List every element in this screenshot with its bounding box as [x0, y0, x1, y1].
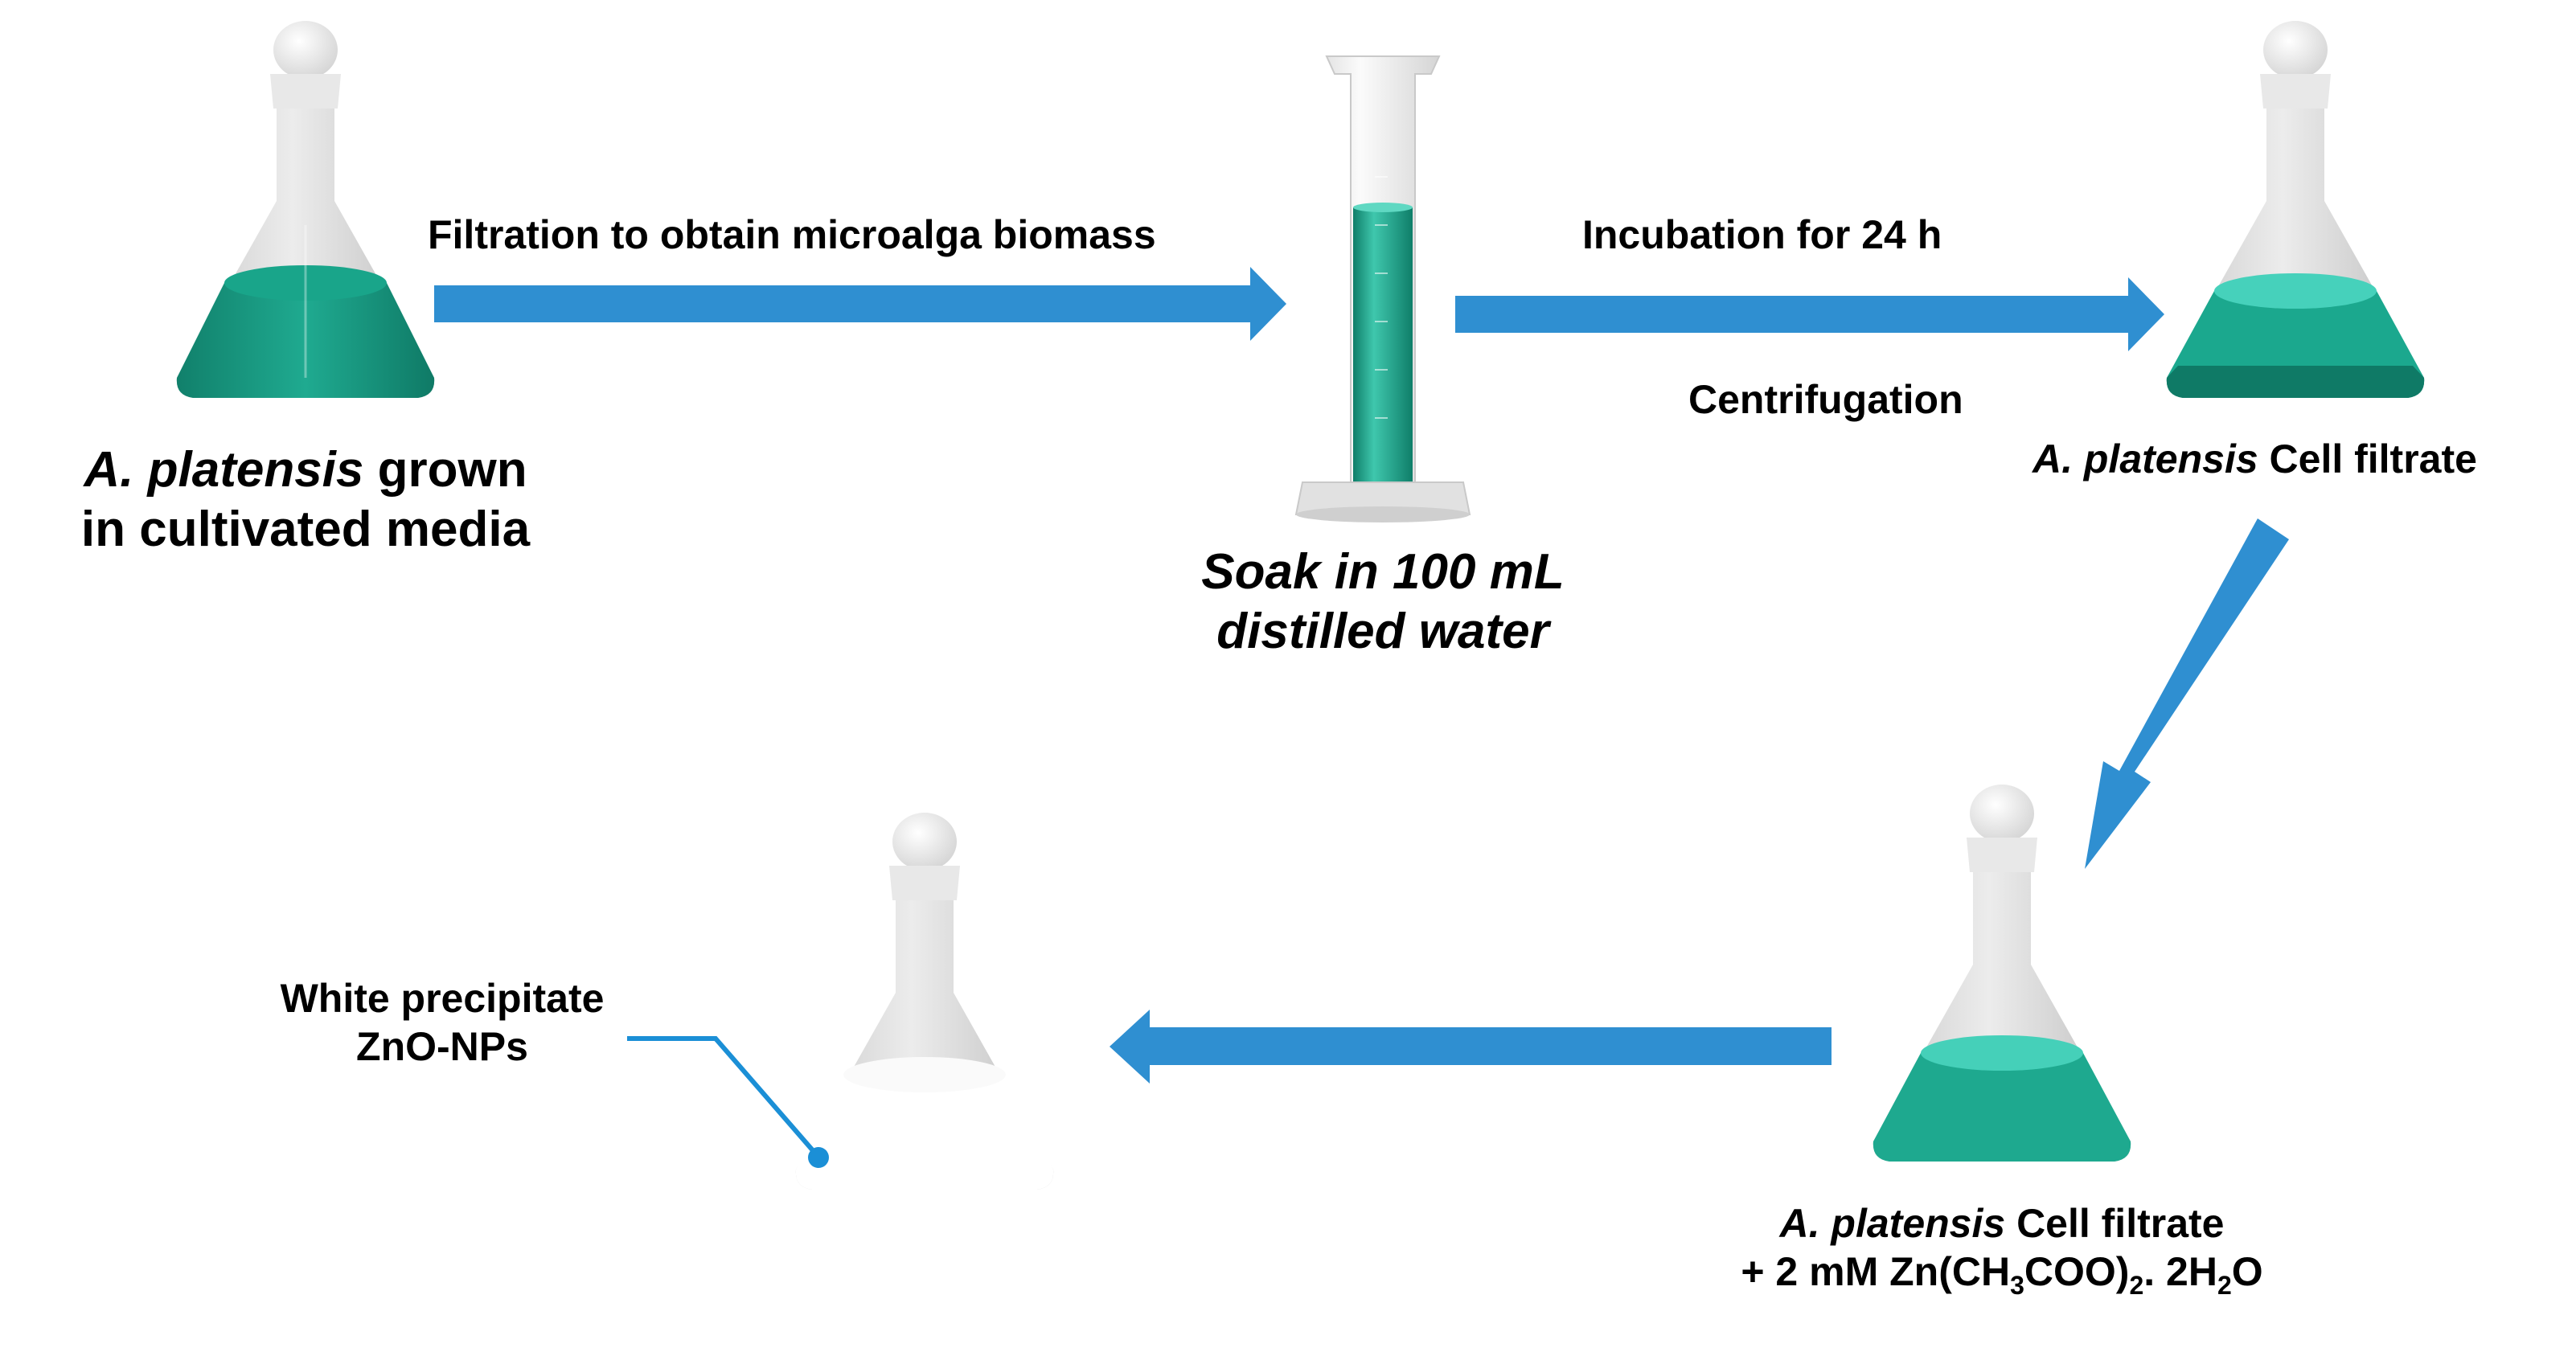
soak-line2: distilled water — [1216, 604, 1549, 660]
label-cell-filtrate: A. platensis Cell filtrate — [2032, 435, 2477, 483]
species-name: A. platensis — [1779, 1201, 2006, 1246]
species-name: A. platensis — [2032, 436, 2258, 481]
flask-zno-nps — [795, 813, 1054, 1190]
mixture-rest: Cell filtrate — [2005, 1201, 2225, 1246]
species-name: A. platensis — [84, 442, 364, 498]
graduated-cylinder — [1294, 55, 1471, 522]
label-zinc-mixture: A. platensis Cell filtrate + 2 mM Zn(CH3… — [1672, 1199, 2332, 1301]
filtrate-rest: Cell filtrate — [2258, 436, 2477, 481]
label-centrifugation: Centrifugation — [1688, 377, 1963, 422]
flask-culture — [176, 21, 435, 398]
label-start: A. platensis grown in cultivated media — [24, 440, 587, 560]
label-precipitate: White precipitate ZnO-NPs — [241, 974, 643, 1071]
arrow-leftward — [1110, 1010, 1832, 1084]
label-incubation: Incubation for 24 h — [1582, 212, 1942, 257]
label-soak: Soak in 100 mL distilled water — [1093, 543, 1672, 662]
flask-zinc-mixture — [1873, 785, 2131, 1162]
precipitate-callout-dot — [808, 1147, 829, 1168]
arrow-filtration — [434, 267, 1286, 341]
precipitate-callout-line — [627, 1036, 819, 1157]
soak-line1: Soak in 100 mL — [1201, 544, 1565, 600]
label-filtration: Filtration to obtain microalga biomass — [428, 212, 1156, 257]
arrow-down-diagonal — [2085, 518, 2289, 869]
arrow-incubation — [1455, 277, 2164, 351]
start-line1: grown — [363, 442, 527, 498]
start-line2: in cultivated media — [80, 502, 531, 558]
precipitate-line2: ZnO-NPs — [356, 1024, 528, 1069]
mixture-line2: + 2 mM Zn(CH3COO)2. 2H2O — [1741, 1249, 2263, 1300]
flask-cell-filtrate — [2166, 21, 2425, 398]
precipitate-line1: White precipitate — [280, 976, 605, 1021]
